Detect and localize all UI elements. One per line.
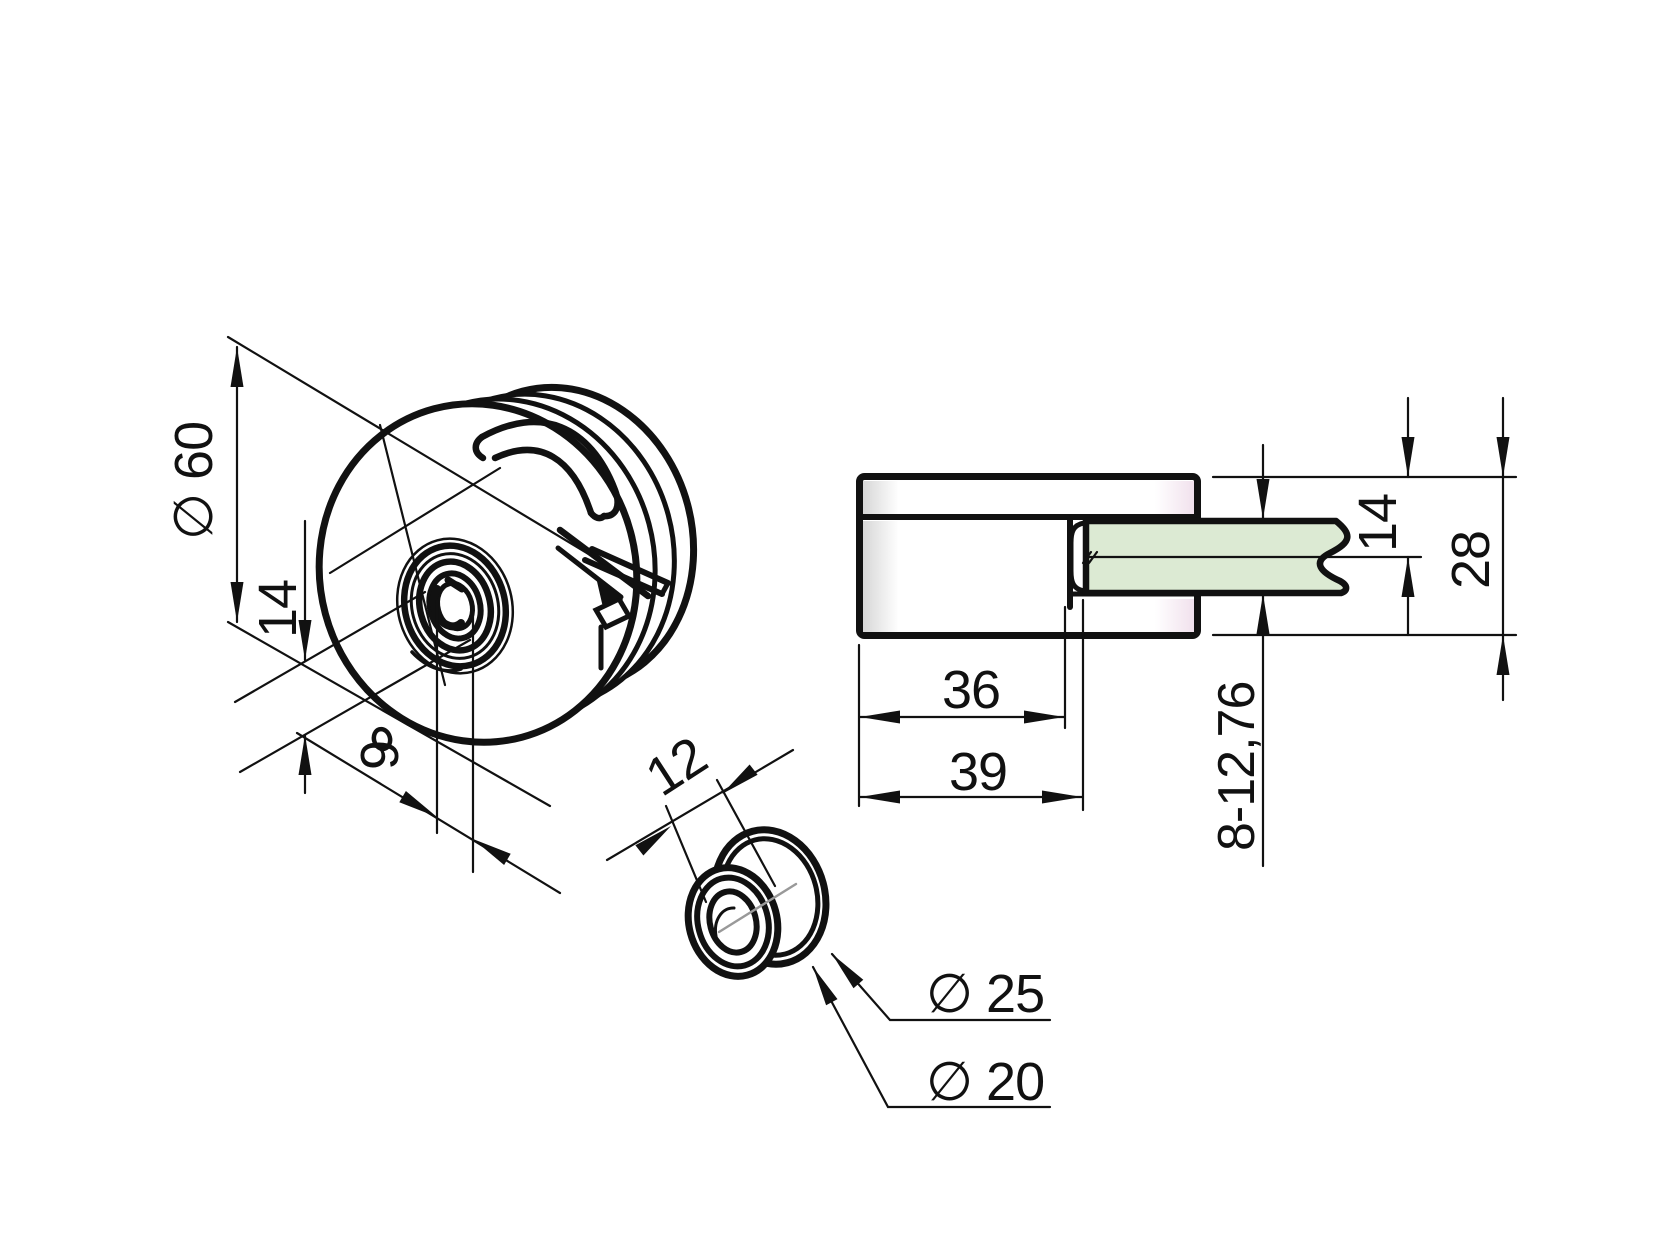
arrow-39-left <box>860 790 900 804</box>
glass-centerline-tick-1 <box>1081 550 1093 565</box>
bushing-bore-inner-arc <box>714 906 736 938</box>
dim-width-label: 39 <box>949 742 1007 802</box>
arrow-glass-down <box>1256 479 1270 519</box>
dim-bushing-diameter-label: ∅ 20 <box>926 1052 1044 1112</box>
body-shade-right-bottom <box>1148 599 1194 632</box>
iso-extension-lines <box>226 335 642 895</box>
face-pin-hole <box>371 726 393 752</box>
screw-slot-shadow <box>429 585 465 631</box>
iso-dimension-arrows <box>230 347 511 865</box>
hub-countersink <box>395 537 515 675</box>
arrow-36-right <box>1024 710 1064 724</box>
arrow-14r-up <box>1401 557 1415 597</box>
bushing-dim-arrows <box>635 764 758 856</box>
body-shade-left-top <box>863 481 905 514</box>
dim-height-label: 28 <box>1441 531 1501 589</box>
arrow-9-a <box>399 791 437 817</box>
arrow-14-up <box>298 735 312 775</box>
isometric-clamp-view: ∅ 60 14 9 <box>164 335 698 895</box>
dim-glass-range-label: 8-12,76 <box>1208 682 1266 851</box>
bushing-leader-arrows <box>813 954 864 1006</box>
arrow-d60-up <box>230 347 244 387</box>
arrow-14r-down <box>1401 437 1415 477</box>
arrow-d25-leader <box>832 954 864 989</box>
iso-dimension-lines <box>235 345 307 795</box>
body-shade-right-top <box>1148 481 1194 514</box>
dim-flange-diameter-label: ∅ 25 <box>926 964 1044 1024</box>
arrow-d60-down <box>230 582 244 622</box>
arrow-39-right <box>1042 790 1082 804</box>
arrow-28-down <box>1496 437 1510 477</box>
dim-iso-bore-label: 9 <box>350 741 410 770</box>
screw-slot-chip <box>444 576 466 593</box>
dim-slot-depth-label: 36 <box>942 660 1000 720</box>
dim-bushing-length-label: 12 <box>636 726 717 808</box>
arrow-28-up <box>1496 635 1510 675</box>
dim-iso-diameter-label: ∅ 60 <box>164 422 224 540</box>
bushing-axis-centerline <box>717 882 798 934</box>
side-dimension-arrows <box>860 437 1510 804</box>
dim-axis-offset-label: 14 <box>1348 494 1408 552</box>
gasket-pad <box>1068 520 1087 594</box>
arrow-12-a <box>635 826 671 856</box>
arrow-14-down <box>298 620 312 660</box>
side-section-view: 36 39 14 28 8-12,76 <box>856 396 1518 868</box>
bushing-ring-mid <box>694 874 772 970</box>
arrow-d20-leader <box>813 967 838 1006</box>
dim-iso-boss-label: 14 <box>248 580 308 638</box>
body-shade-left-main <box>863 521 905 632</box>
arrow-glass-up <box>1256 594 1270 634</box>
arrow-36-left <box>860 710 900 724</box>
glass-centerline-tick-2 <box>1087 550 1099 565</box>
arrow-12-b <box>722 764 758 794</box>
bushing-bore <box>706 888 760 956</box>
bushing-dimension-12 <box>605 748 795 904</box>
arrow-9-b <box>473 839 511 865</box>
